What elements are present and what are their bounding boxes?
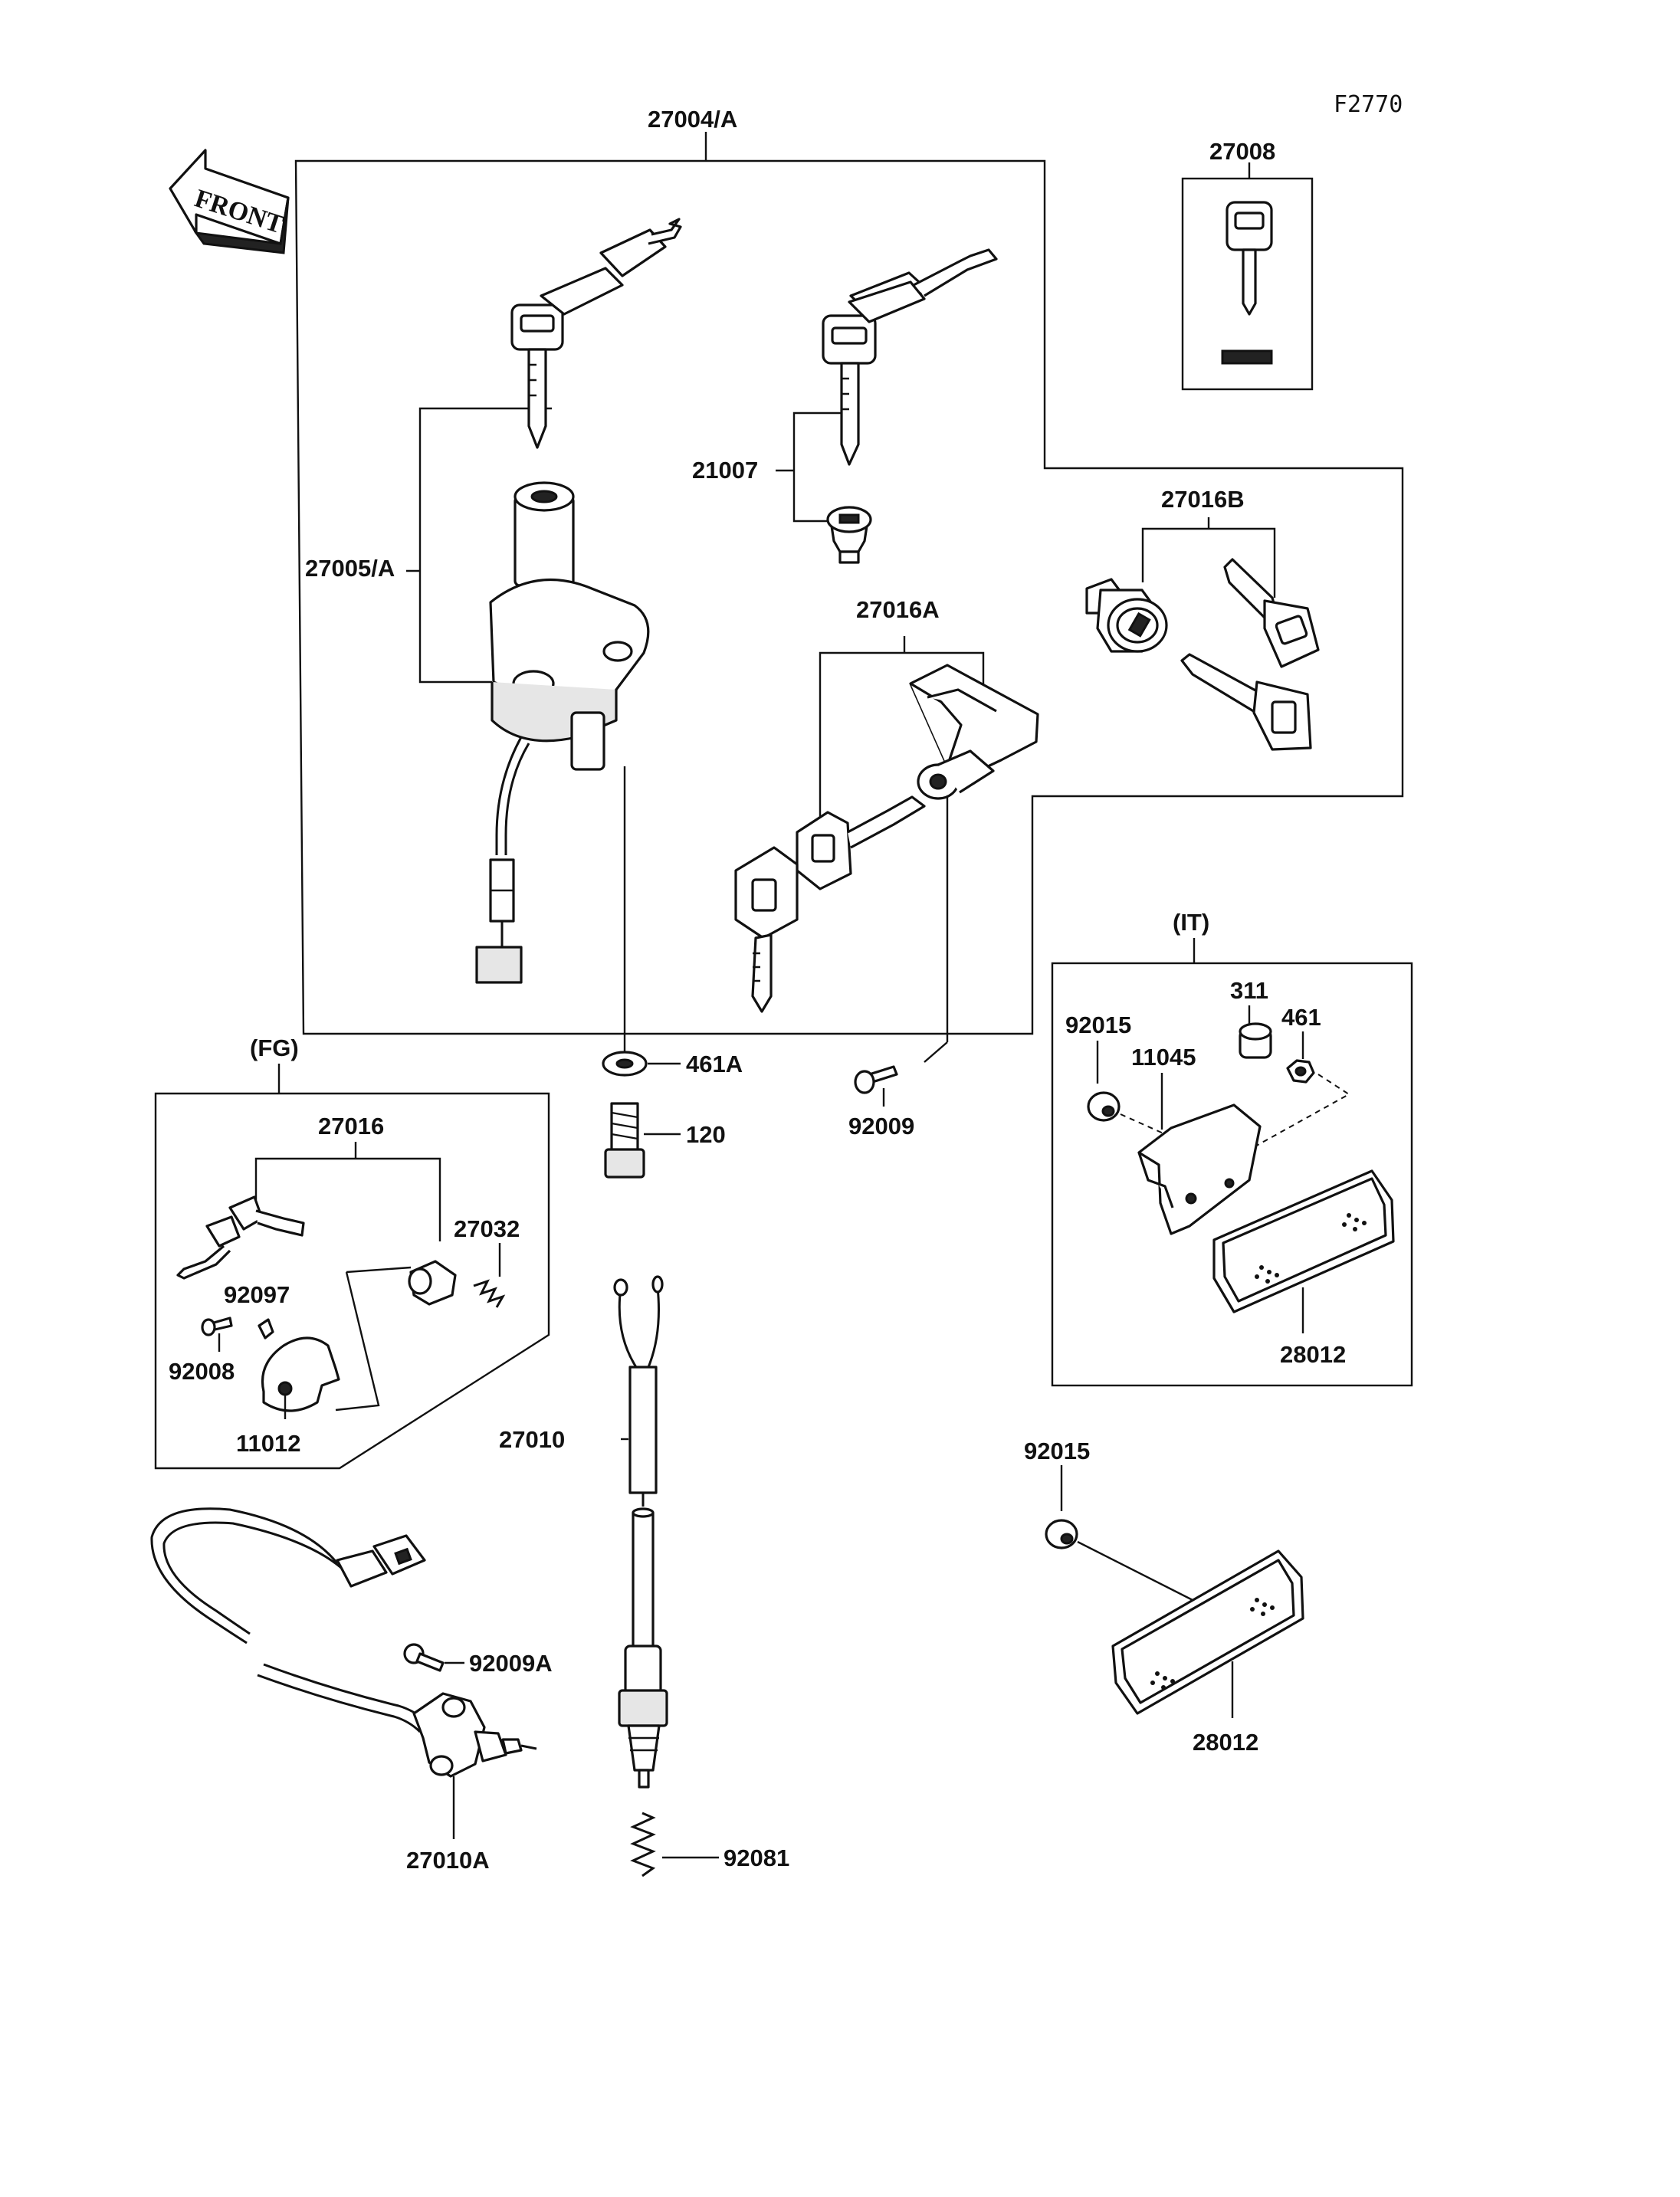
keys-27016B-icon <box>1180 558 1320 751</box>
switch-27010A-icon <box>150 1507 537 1778</box>
reflector-28012-it-icon <box>1212 1169 1395 1313</box>
callout-28012: 28012 <box>1193 1729 1258 1756</box>
group-label-it: (IT) <box>1173 909 1209 936</box>
screw-92009-icon <box>854 1065 898 1094</box>
bolt-120-icon <box>604 1102 645 1179</box>
fg-group-outline <box>154 1092 550 1470</box>
bracket-27016A <box>819 651 985 843</box>
callout-92009A: 92009A <box>469 1650 553 1677</box>
front-arrow: FRONT <box>169 149 290 254</box>
callout-92097: 92097 <box>224 1281 290 1308</box>
callout-461: 461 <box>1281 1004 1321 1031</box>
spring-92081-icon <box>630 1812 656 1877</box>
lock-assembly-lines <box>335 1266 412 1412</box>
grommet-92015-it-icon <box>1087 1091 1121 1122</box>
figure-code: F2770 <box>1334 91 1403 118</box>
it-group-outline <box>1051 962 1413 1387</box>
callout-311: 311 <box>1230 977 1268 1004</box>
callout-11045: 11045 <box>1131 1044 1196 1071</box>
spring-27032-icon <box>473 1279 506 1308</box>
seat-lock-27016B-icon <box>1085 578 1168 653</box>
key-card-outline <box>1181 177 1314 391</box>
keys-21007-icon <box>822 248 998 466</box>
callout-92008: 92008 <box>169 1358 235 1385</box>
callout-461A: 461A <box>686 1051 743 1077</box>
helmet-lock-27016A-icon <box>909 664 1039 800</box>
bracket-27005A <box>418 407 552 684</box>
bracket-27016 <box>254 1157 441 1241</box>
bracket-11045-icon <box>1137 1103 1262 1235</box>
lock-cylinder-27032-icon <box>408 1260 457 1306</box>
keys-27016-icon <box>176 1195 305 1280</box>
callout-11012: 11012 <box>236 1430 301 1457</box>
callout-28012-it: 28012 <box>1280 1341 1346 1368</box>
ignition-switch-icon <box>475 481 650 984</box>
switch-27010-icon <box>613 1275 668 1789</box>
spacer-311-icon <box>1239 1022 1272 1059</box>
nut-461-icon <box>1286 1059 1315 1084</box>
callout-27032: 27032 <box>454 1215 520 1242</box>
lock-cylinder-icon <box>826 506 872 564</box>
callout-27005A: 27005/A <box>305 555 395 582</box>
callout-27016: 27016 <box>318 1113 384 1139</box>
keys-27016A-icon <box>734 795 926 1013</box>
screw-92008-icon <box>201 1317 233 1336</box>
callout-92015: 92015 <box>1024 1438 1090 1464</box>
callout-27016B: 27016B <box>1161 486 1245 513</box>
callout-27004A: 27004/A <box>648 106 737 133</box>
main-assembly-outline <box>294 159 1404 1035</box>
ignition-keys-icon <box>510 218 682 449</box>
callout-27010A: 27010A <box>406 1847 490 1874</box>
callout-21007: 21007 <box>692 457 758 484</box>
callout-27008: 27008 <box>1209 138 1275 165</box>
callout-27016A: 27016A <box>856 596 940 623</box>
callout-27010: 27010 <box>499 1426 565 1453</box>
washer-92097-icon <box>258 1318 274 1340</box>
screw-92009A-icon <box>403 1643 445 1672</box>
group-label-fg: (FG) <box>250 1035 299 1061</box>
reflector-28012-icon <box>1111 1549 1304 1715</box>
lock-plate-11012-icon <box>261 1336 340 1412</box>
callout-92009: 92009 <box>848 1113 914 1139</box>
callout-120: 120 <box>686 1121 726 1148</box>
spare-key-icon <box>1221 201 1273 365</box>
callout-92015-it: 92015 <box>1065 1012 1131 1038</box>
washer-461A-icon <box>602 1051 648 1077</box>
bracket-21007 <box>792 412 843 523</box>
grommet-92015-icon <box>1045 1519 1078 1549</box>
callout-92081: 92081 <box>724 1844 789 1871</box>
